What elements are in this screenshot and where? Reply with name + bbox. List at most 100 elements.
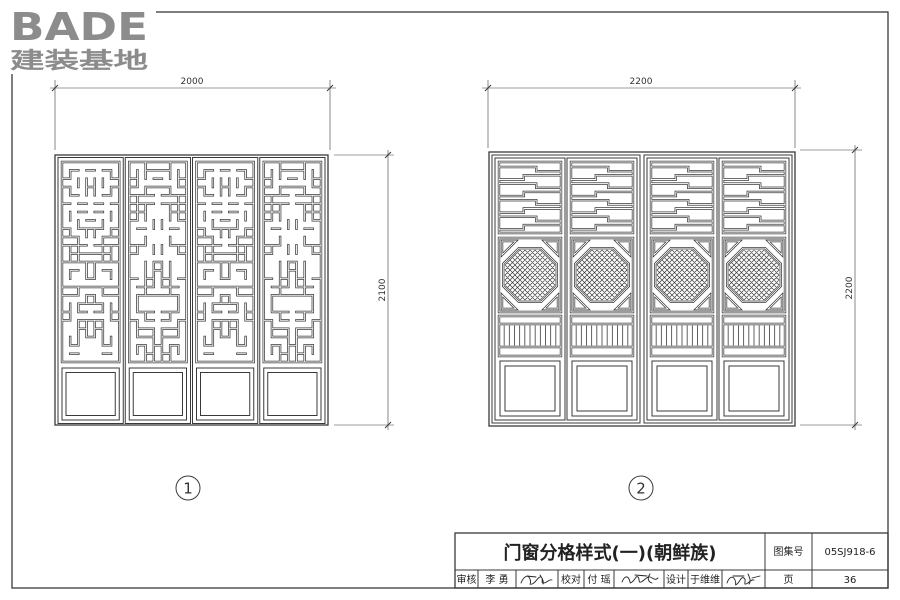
height-dimension-1: 2100: [334, 150, 394, 430]
label-number: 1: [183, 480, 193, 498]
vertical-slats: [503, 325, 557, 346]
logo-background: [4, 4, 156, 74]
octagon-mesh: [728, 249, 780, 301]
panel-frame: [718, 157, 790, 421]
fret-lattice: [195, 160, 255, 364]
dimension-lines: [482, 80, 801, 148]
octagon-mesh: [656, 249, 708, 301]
panel-frame: [124, 157, 191, 424]
checker-name: 付 瑶: [587, 573, 610, 586]
octagon-frame-core: [722, 237, 786, 313]
dimension-ticks: [51, 84, 334, 92]
bottom-panel-inset: [576, 365, 628, 412]
sheet-border: [11, 11, 889, 589]
atlas-number: 05SJ918-6: [824, 547, 875, 558]
logo-tagline: 建装基地: [10, 49, 148, 74]
slat-band-core: [650, 315, 714, 357]
panel-frame: [192, 157, 259, 424]
dimension-ticks: [484, 84, 799, 92]
stepped-fret-band-core: [498, 161, 562, 234]
width-dimension-text: 2000: [181, 77, 204, 87]
octagon-frame: [649, 236, 715, 314]
height-dimension-2: 2200: [800, 145, 862, 430]
bottom-panel: [61, 367, 120, 421]
dimension-lines: [50, 80, 336, 150]
width-dimension-1: 2000: [50, 77, 336, 150]
octagon-frame: [497, 236, 563, 314]
designer-name: 于维维: [690, 573, 720, 586]
door-panel: [57, 157, 124, 424]
label-circle: [175, 475, 201, 501]
panel-frame: [57, 157, 124, 424]
panel-frame: [494, 157, 566, 421]
door-leaf-left: [491, 154, 641, 424]
fret-lattice-core: [263, 161, 322, 363]
stepped-fret-band: [721, 160, 787, 235]
signature-checker: [621, 573, 659, 584]
label-number: 2: [636, 480, 646, 498]
bottom-panel: [723, 360, 785, 417]
vertical-slats: [727, 325, 781, 346]
title-block: 门窗分格样式(一)(朝鲜族) 图集号 05SJ918-6 审核 李 勇 校对 付…: [454, 532, 889, 589]
fret-lattice-core: [128, 161, 187, 363]
bottom-panel-inset: [132, 372, 183, 416]
panel-frame: [259, 157, 326, 424]
fret-lattice-core: [196, 161, 255, 363]
signature-designer: [726, 573, 761, 586]
width-dimension-text: 2200: [630, 77, 653, 87]
outer-frame: [488, 151, 796, 427]
slat-band-core: [498, 315, 562, 357]
stepped-fret-band-outline: [569, 160, 635, 235]
logo-brand: BADE: [10, 5, 148, 49]
stepped-fret-band-outline: [497, 160, 563, 235]
stepped-fret-band: [497, 160, 563, 235]
width-dimension-2: 2200: [482, 77, 801, 148]
height-dimension-text: 2200: [845, 276, 855, 299]
signature-reviewer: [520, 574, 553, 585]
octagon-frame: [721, 236, 787, 314]
outer-frame: [54, 154, 329, 426]
reviewer-name: 李 勇: [485, 573, 508, 586]
stepped-fret-band-core: [570, 161, 634, 234]
bottom-panel-inset: [65, 372, 116, 416]
atlas-label: 图集号: [774, 545, 804, 558]
vertical-slats: [575, 325, 629, 346]
stepped-fret-band-outline: [649, 160, 715, 235]
slat-band: [649, 314, 715, 358]
fret-lattice: [60, 160, 121, 364]
stepped-fret-band-core: [650, 161, 714, 234]
slat-band: [721, 314, 787, 358]
drawing-1: 2000 2100 1: [50, 77, 394, 501]
bottom-panel: [196, 367, 255, 421]
bottom-panel-inset: [656, 365, 708, 412]
logo: BADE 建装基地: [4, 4, 156, 74]
dimension-ticks: [851, 146, 859, 429]
detail-label-2: 2: [628, 475, 654, 501]
door-panel: [124, 157, 191, 424]
page-number: 36: [844, 575, 857, 586]
bottom-panel-inset: [200, 372, 251, 416]
slat-band: [497, 314, 563, 358]
door-panel: [646, 157, 718, 421]
door-leaf-right: [643, 154, 793, 424]
bottom-panel: [499, 360, 561, 417]
fret-lattice: [128, 160, 188, 364]
bottom-panel: [571, 360, 633, 417]
bottom-panel: [263, 367, 322, 421]
door-panel: [192, 157, 259, 424]
panel-frame: [646, 157, 718, 421]
fret-lattice: [262, 160, 323, 364]
panel-frame: [566, 157, 638, 421]
door-panel: [718, 157, 790, 421]
door-panel: [494, 157, 566, 421]
dimension-ticks: [384, 151, 392, 429]
bottom-panel: [651, 360, 713, 417]
octagon-frame: [569, 236, 635, 314]
stepped-fret-band: [569, 160, 635, 235]
bottom-panel-inset: [504, 365, 556, 412]
stepped-fret-band: [649, 160, 715, 235]
bottom-panel-inset: [728, 365, 780, 412]
page-label: 页: [784, 574, 794, 586]
slat-band-core: [722, 315, 786, 357]
